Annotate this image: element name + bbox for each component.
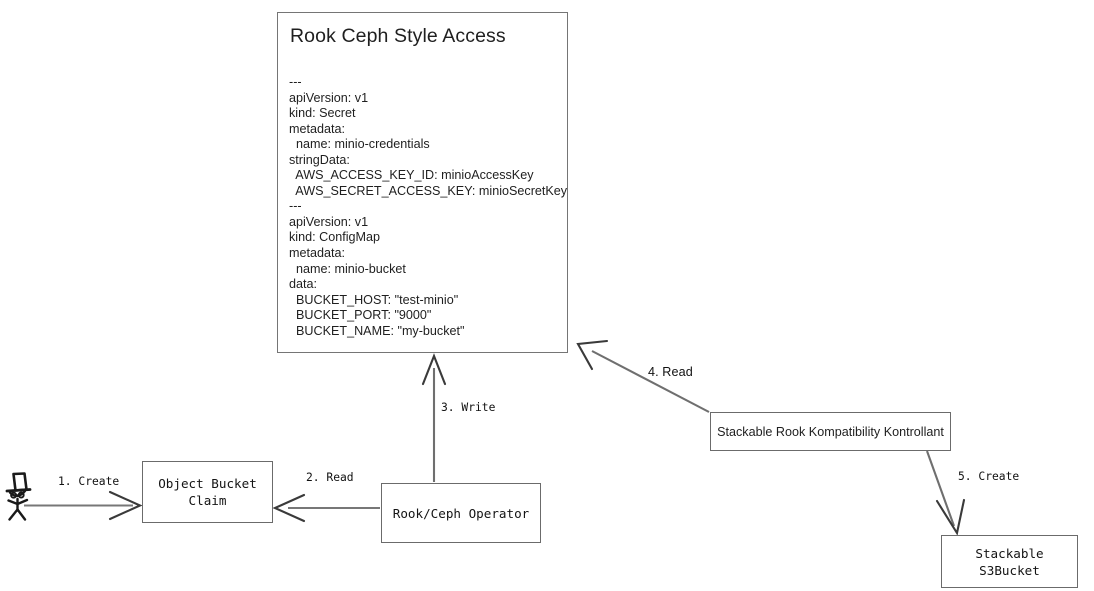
yaml-line: BUCKET_HOST: "test-minio" bbox=[289, 292, 459, 307]
yaml-line: data: bbox=[289, 277, 318, 292]
yaml-line: apiVersion: v1 bbox=[289, 90, 369, 105]
edge-label-2-read: 2. Read bbox=[306, 471, 354, 484]
node-stackable-s3bucket[interactable]: Stackable S3Bucket bbox=[941, 535, 1078, 588]
edge-label-3-write: 3. Write bbox=[441, 401, 496, 414]
card-title: Rook Ceph Style Access bbox=[290, 25, 506, 47]
node-rook-ceph-operator-label: Rook/Ceph Operator bbox=[392, 505, 530, 521]
node-stackable-s3bucket-label: Stackable S3Bucket bbox=[975, 545, 1044, 578]
yaml-line: name: minio-credentials bbox=[289, 137, 430, 152]
yaml-line: stringData: bbox=[289, 152, 350, 167]
yaml-line: kind: ConfigMap bbox=[289, 230, 381, 245]
edge-label-4-read: 4. Read bbox=[648, 365, 693, 379]
yaml-line: BUCKET_PORT: "9000" bbox=[289, 308, 432, 323]
yaml-line: --- bbox=[289, 199, 302, 214]
node-stackable-rook-kompatibility-kontrollant[interactable]: Stackable Rook Kompatibility Kontrollant bbox=[710, 412, 951, 451]
yaml-line: name: minio-bucket bbox=[289, 261, 406, 276]
rook-ceph-style-access-card: Rook Ceph Style Access ---apiVersion: v1… bbox=[277, 12, 568, 353]
edge-label-5-create: 5. Create bbox=[958, 470, 1020, 483]
yaml-line: AWS_SECRET_ACCESS_KEY: minioSecretKey bbox=[289, 183, 568, 198]
edge-5-create bbox=[926, 450, 966, 536]
node-kontrollant-label: Stackable Rook Kompatibility Kontrollant bbox=[717, 424, 944, 439]
yaml-line: AWS_ACCESS_KEY_ID: minioAccessKey bbox=[289, 168, 534, 183]
edge-label-1-create: 1. Create bbox=[58, 475, 120, 488]
yaml-line: metadata: bbox=[289, 121, 346, 136]
yaml-line: metadata: bbox=[289, 246, 346, 261]
edge-2-read bbox=[272, 493, 380, 523]
edge-3-write bbox=[421, 353, 447, 482]
yaml-line: BUCKET_NAME: "my-bucket" bbox=[289, 323, 465, 338]
node-rook-ceph-operator[interactable]: Rook/Ceph Operator bbox=[381, 483, 541, 543]
yaml-line: kind: Secret bbox=[289, 106, 356, 121]
edge-1-create bbox=[24, 490, 143, 521]
yaml-line: --- bbox=[289, 75, 302, 89]
yaml-line: apiVersion: v1 bbox=[289, 214, 369, 229]
actor-stick-figure-with-tophat-icon bbox=[5, 472, 32, 521]
